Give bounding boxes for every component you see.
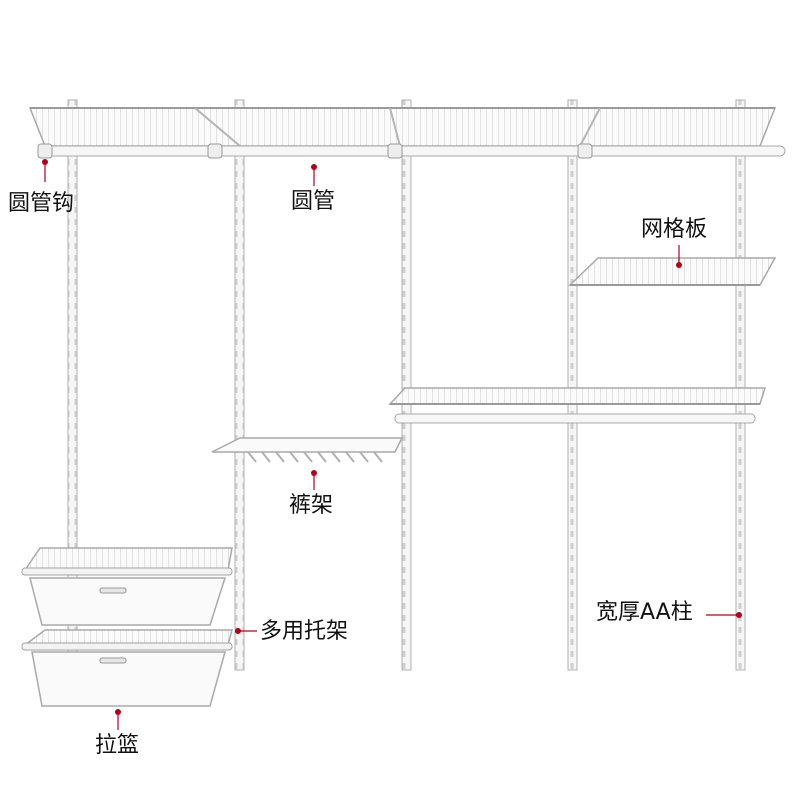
upright-post-4 — [567, 99, 578, 671]
label-grid-shelf: 网格板 — [641, 217, 708, 242]
upright-post-2 — [234, 99, 245, 671]
pull-basket-upper — [21, 547, 233, 626]
pants-rack — [211, 437, 404, 463]
label-pants-rack: 裤架 — [289, 493, 334, 518]
label-wide-thick-post: 宽厚AA柱 — [596, 600, 693, 625]
grid-shelf-small — [568, 257, 777, 286]
label-multi-bracket: 多用托架 — [260, 619, 349, 644]
top-round-tube — [37, 143, 786, 159]
pull-basket-lower — [21, 629, 233, 707]
upright-post-5 — [735, 99, 746, 671]
grid-shelf-with-rod — [388, 387, 767, 424]
upright-posts — [67, 99, 746, 671]
top-wire-shelf — [28, 107, 777, 147]
label-markers — [42, 159, 742, 730]
label-round-tube: 圆管 — [291, 189, 336, 214]
label-pull-basket: 拉篮 — [95, 733, 140, 758]
label-round-tube-hook: 圆管钩 — [8, 191, 75, 216]
upright-post-3 — [401, 99, 412, 671]
